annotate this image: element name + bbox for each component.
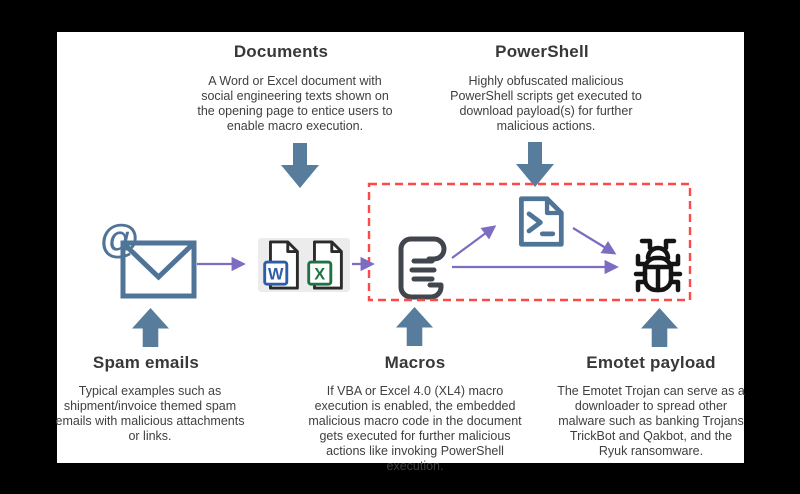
spam-emails-description: Typical examples such as shipment/invoic…: [55, 384, 245, 443]
up-arrow-icon: [396, 307, 433, 346]
up-arrow-icon: [641, 308, 678, 347]
office-documents-group: W X: [258, 238, 350, 292]
documents-title: Documents: [233, 42, 329, 61]
powershell-icon: [519, 196, 564, 247]
macros-description: If VBA or Excel 4.0 (XL4) macro executio…: [308, 384, 522, 473]
excel-letter-glyph: X: [314, 265, 325, 283]
documents-description: A Word or Excel document with social eng…: [197, 74, 393, 133]
emotet-payload-description: The Emotet Trojan can serve as a downloa…: [557, 384, 745, 458]
emotet-payload-title: Emotet payload: [586, 353, 716, 372]
up-arrow-icon: [132, 308, 169, 347]
word-document-icon: W: [263, 240, 299, 290]
word-letter-glyph: W: [268, 265, 284, 283]
macro-script-icon: [398, 236, 447, 300]
at-sign-glyph: @: [100, 217, 139, 261]
bug-icon: [633, 238, 683, 293]
spam-emails-title: Spam emails: [92, 353, 200, 372]
down-arrow-icon: [281, 143, 319, 188]
down-arrow-icon: [516, 142, 554, 187]
excel-document-icon: X: [307, 240, 343, 290]
macros-title: Macros: [384, 353, 446, 372]
powershell-title: PowerShell: [495, 42, 589, 61]
powershell-description: Highly obfuscated malicious PowerShell s…: [450, 74, 642, 133]
email-icon: @: [100, 217, 197, 299]
